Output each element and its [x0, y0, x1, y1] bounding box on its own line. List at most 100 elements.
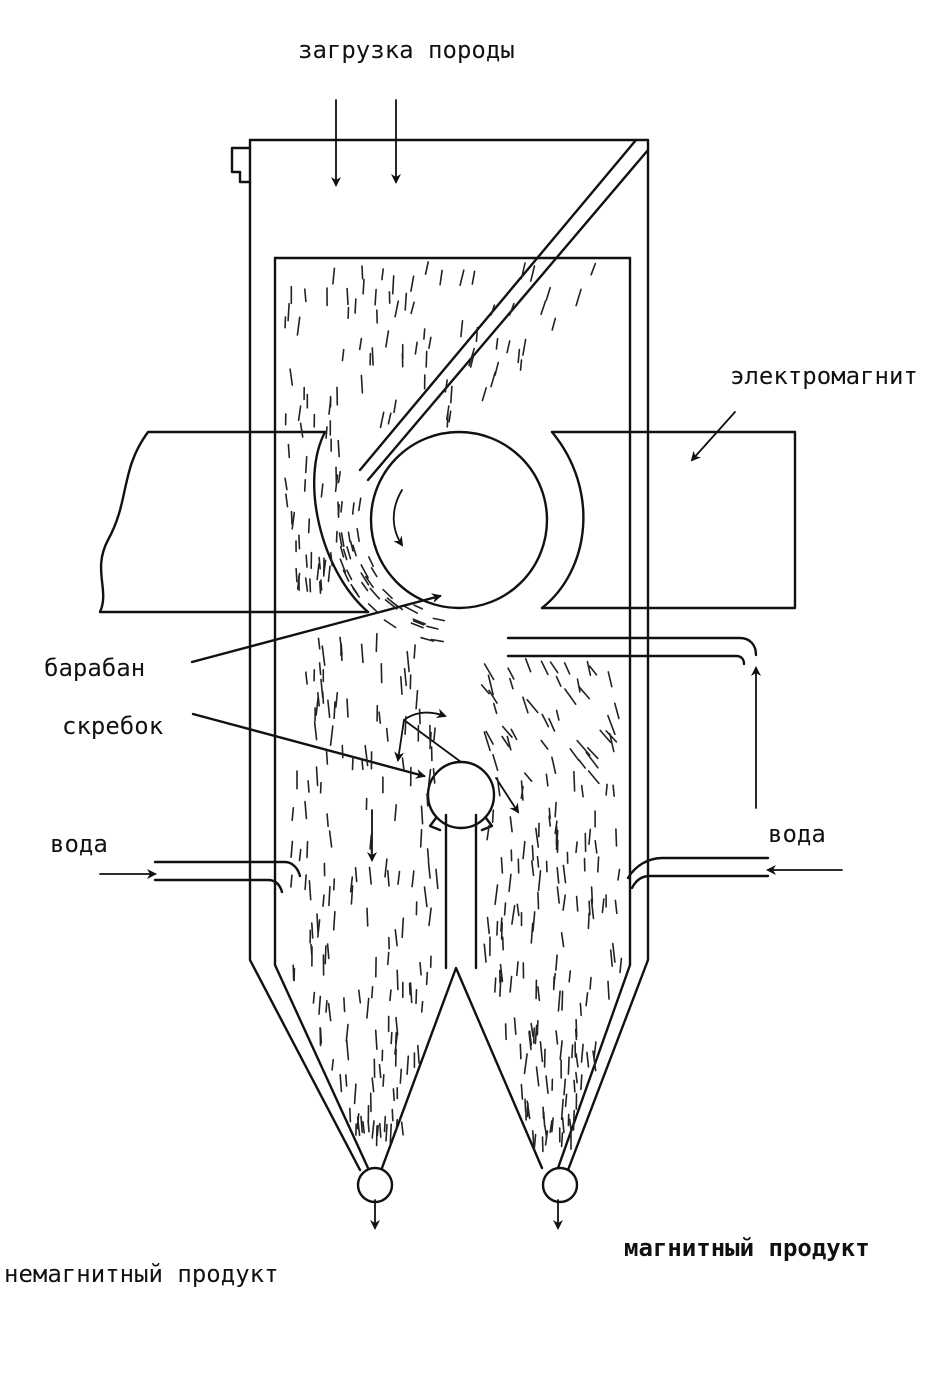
particle-dash [573, 1079, 576, 1093]
particle-dash [499, 963, 504, 983]
particle-dash [382, 1074, 385, 1087]
particle-dash [367, 603, 380, 614]
particle-dash [556, 886, 561, 904]
particle-dash [545, 1075, 549, 1094]
particle-dash [419, 828, 423, 848]
particle-dash [556, 866, 560, 884]
particle-dash [611, 942, 616, 963]
particle-dash [324, 945, 327, 965]
particle-dash [495, 337, 499, 350]
particle-dash [420, 805, 424, 825]
particle-dash [387, 412, 392, 425]
particle-dash [353, 1083, 357, 1105]
particle-dash [321, 691, 325, 704]
particle-dash [564, 1093, 568, 1108]
particle-dash [291, 806, 295, 822]
particle-dash [410, 622, 424, 629]
particle-dash [526, 698, 539, 714]
particle-dash [339, 1074, 343, 1093]
particle-dash [575, 841, 578, 854]
particle-dash [385, 330, 390, 348]
particle-dash [575, 1071, 578, 1084]
particle-dash [327, 1002, 332, 1022]
particle-dash [368, 866, 373, 885]
particle-dash [284, 477, 288, 491]
particle-dash [494, 884, 499, 906]
particle-dash [352, 544, 357, 557]
scraper-label: скребок [62, 712, 164, 740]
particle-dash [491, 809, 495, 824]
particle-dash [559, 1040, 563, 1060]
particle-dash [545, 286, 552, 302]
particle-dash [548, 717, 556, 732]
particle-dash [315, 766, 319, 787]
particle-dash [404, 292, 408, 311]
particle-dash [513, 1017, 517, 1035]
particle-dash [500, 921, 504, 940]
particle-dash [448, 410, 452, 423]
scraper-leader [191, 712, 426, 779]
particle-dash [292, 964, 295, 981]
nonmagnetic-outlet [356, 1166, 394, 1204]
particle-dash [299, 422, 304, 438]
tank-outer-wall [230, 138, 650, 1172]
particle-dash [522, 338, 527, 356]
particle-dash [557, 990, 561, 1012]
water-left-label: вода [50, 830, 108, 858]
particle-dash [511, 904, 516, 925]
particle-dash [501, 725, 513, 739]
water-inlet-upper-right [506, 636, 758, 666]
particle-dash [508, 302, 515, 316]
particle-dash [588, 900, 591, 916]
particle-dash [318, 995, 322, 1015]
particle-dash [364, 744, 369, 767]
particle-dash [385, 1123, 388, 1142]
particle-dash [298, 848, 302, 862]
particle-dash [296, 316, 301, 336]
particle-dash [403, 667, 408, 687]
particle-dash [575, 288, 582, 307]
particle-dash [423, 886, 428, 908]
particle-dash [580, 784, 584, 798]
particle-dash [415, 689, 419, 710]
drum-rotation-arrow [392, 489, 404, 547]
particle-dash [520, 262, 526, 280]
particle-dash [571, 1044, 574, 1059]
particle-dash [471, 270, 476, 285]
particle-dash [605, 730, 618, 743]
particle-dash [573, 770, 576, 792]
drum-circle [369, 430, 549, 610]
particle-dash [391, 1108, 394, 1122]
particle-dash [609, 949, 614, 968]
particle-dash [340, 500, 343, 513]
particle-dash [399, 675, 403, 696]
particle-dash [544, 1130, 549, 1146]
particle-dash [427, 768, 432, 787]
particle-dash [347, 531, 351, 543]
particle-dash [420, 636, 435, 642]
particle-dash [575, 895, 579, 912]
particle-dash [327, 699, 331, 719]
particle-dash [308, 879, 312, 901]
particle-dash [554, 820, 558, 835]
particle-dash [287, 302, 290, 322]
particle-dash [460, 319, 464, 338]
particle-dash [515, 961, 519, 977]
particle-dash [351, 755, 354, 771]
particle-dash [588, 828, 592, 846]
particle-dash [486, 916, 491, 935]
particle-dash [362, 278, 365, 295]
particle-dash [500, 856, 504, 874]
particle-dash [549, 661, 559, 674]
particle-dash [350, 885, 354, 905]
particle-dash [599, 729, 612, 744]
particle-dash [568, 970, 572, 983]
particle-dash [349, 540, 354, 552]
particle-dash [401, 757, 405, 770]
particle-dash [341, 744, 344, 759]
particle-dash [607, 980, 610, 1000]
particle-dash [346, 569, 353, 581]
particle-dash [485, 730, 494, 745]
particle-dash [522, 696, 529, 714]
particle-dash [560, 1132, 564, 1148]
